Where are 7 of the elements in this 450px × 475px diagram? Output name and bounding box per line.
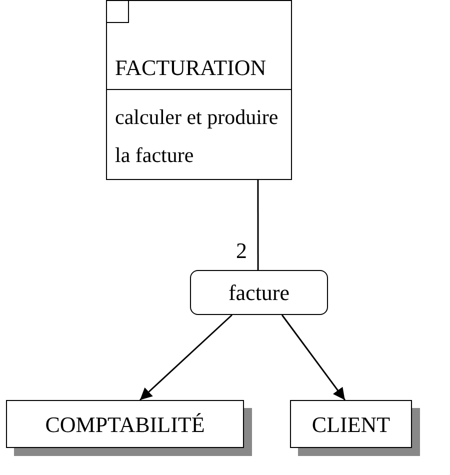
class-name: FACTURATION <box>115 54 266 81</box>
operation-text: calculer et produire la facture <box>115 104 280 169</box>
arrow <box>139 314 232 401</box>
connector-line <box>257 180 259 270</box>
class-box <box>106 0 292 180</box>
arrow <box>281 314 346 400</box>
rounded-box: facture <box>190 270 328 315</box>
